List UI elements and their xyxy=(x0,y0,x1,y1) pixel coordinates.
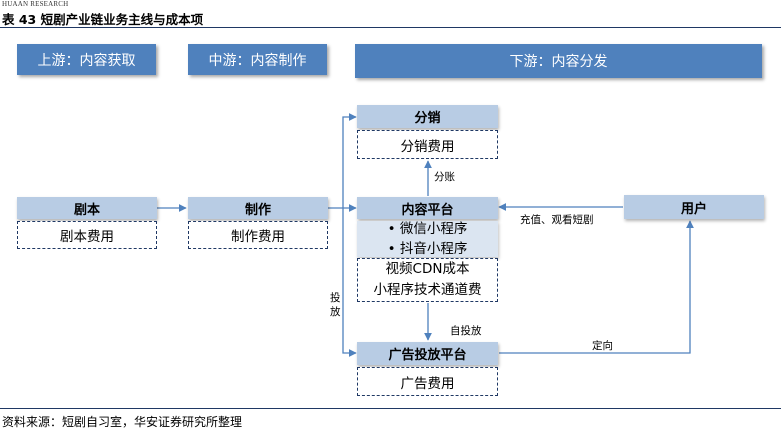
arrow-branch-to-ad-platform xyxy=(342,208,357,357)
channel-wechat-mini-program: • 微信小程序 xyxy=(387,221,468,237)
source-note: 资料来源：短剧自习室，华安证券研究所整理 xyxy=(2,415,243,429)
node-user-title: 用户 xyxy=(624,195,764,219)
stage-midstream: 中游：内容制作 xyxy=(188,44,327,75)
node-production-title: 制作 xyxy=(188,197,328,219)
stage-upstream: 上游：内容获取 xyxy=(17,44,156,75)
node-distribution-title: 分销 xyxy=(357,105,498,128)
node-script-title: 剧本 xyxy=(17,197,157,219)
node-content-platform-title: 内容平台 xyxy=(357,197,498,219)
node-content-platform-channels: • 微信小程序 • 抖音小程序 xyxy=(357,221,498,257)
title-rule xyxy=(0,27,781,28)
channel-douyin-mini-program: • 抖音小程序 xyxy=(387,241,468,257)
label-targeting: 定向 xyxy=(592,340,613,352)
cost-video-cdn: 视频CDN成本 xyxy=(385,261,470,277)
brand-label: HUAAN RESEARCH xyxy=(2,0,69,8)
label-user-payment: 充值、观看短剧 xyxy=(520,214,594,226)
arrow-ad-platform-to-user xyxy=(499,220,694,354)
label-ad-placement: 投 放 xyxy=(330,292,341,318)
footer-rule xyxy=(0,408,781,409)
arrow-branch-to-distribution xyxy=(342,113,357,208)
stage-downstream: 下游：内容分发 xyxy=(355,44,762,78)
node-distribution-cost: 分销费用 xyxy=(357,130,498,159)
figure-title: 表 43 短剧产业链业务主线与成本项 xyxy=(2,12,204,27)
label-self-placement: 自投放 xyxy=(450,325,482,337)
node-content-platform-costs: 视频CDN成本 小程序技术通道费 xyxy=(357,258,498,302)
node-production-cost: 制作费用 xyxy=(188,221,328,249)
cost-mini-program-channel-fee: 小程序技术通道费 xyxy=(373,282,482,298)
node-script-cost: 剧本费用 xyxy=(17,221,157,249)
node-ad-platform-title: 广告投放平台 xyxy=(357,342,498,365)
label-revenue-share: 分账 xyxy=(434,171,455,183)
node-ad-platform-cost: 广告费用 xyxy=(357,367,498,396)
